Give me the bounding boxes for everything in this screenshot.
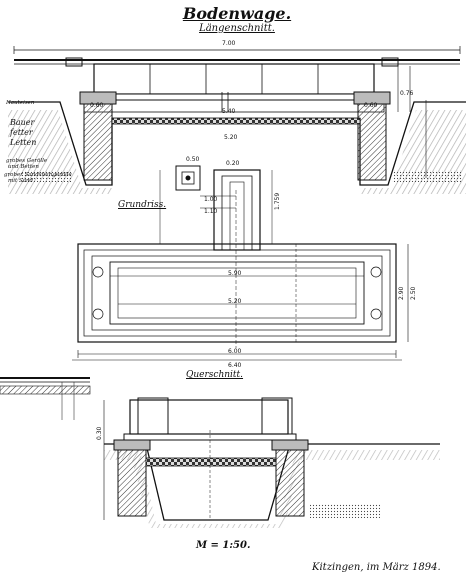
dim-1759: 1.759	[274, 192, 281, 210]
label-grobes-geroelle: grobes Gerölle	[6, 158, 48, 164]
dim-050: 0.50	[186, 156, 200, 163]
dim-060-left: 0.60	[90, 102, 104, 109]
cross-section	[0, 377, 440, 528]
plan-view	[72, 165, 409, 361]
longitudinal-section	[8, 46, 466, 194]
signature: Kitzingen, im März 1894.	[312, 562, 441, 573]
label-mit-sand: mit Sand	[8, 178, 34, 184]
dim-540: 5.40	[222, 108, 236, 115]
drawing-title: Bodenwage.	[182, 4, 292, 23]
scale-label: M = 1:50.	[196, 540, 251, 551]
label-und-betten: und Betten	[8, 164, 39, 170]
dim-100: 1.00	[204, 196, 218, 203]
label-hauteisen: Hauteisen	[6, 100, 35, 106]
dim-030: 0.30	[96, 426, 103, 440]
label-sandsteingeroelle: grober Sandsteingerölle	[4, 172, 72, 178]
plan-label: Grundriss.	[118, 200, 167, 210]
label-bauer: Bauer	[10, 118, 35, 127]
label-fetter: fetter	[10, 128, 33, 137]
longitudinal-section-label: Längenschnitt.	[199, 23, 275, 34]
dim-590: 5.90	[228, 270, 242, 277]
dim-700: 7.00	[222, 40, 236, 47]
dim-020: 0.20	[226, 160, 240, 167]
dim-110: 1.10	[204, 208, 218, 215]
label-letten: Letten	[10, 138, 37, 147]
dim-250: 2.50	[410, 286, 417, 300]
dim-290: 2.90	[398, 286, 405, 300]
dim-520-top: 5.20	[224, 134, 238, 141]
dim-060-right: 0.60	[364, 102, 378, 109]
cross-section-label: Querschnitt.	[186, 370, 244, 380]
dim-076: 0.76	[400, 90, 414, 97]
dim-600: 6.00	[228, 348, 242, 355]
dim-640: 6.40	[228, 362, 242, 369]
dim-520: 5.20	[228, 298, 242, 305]
